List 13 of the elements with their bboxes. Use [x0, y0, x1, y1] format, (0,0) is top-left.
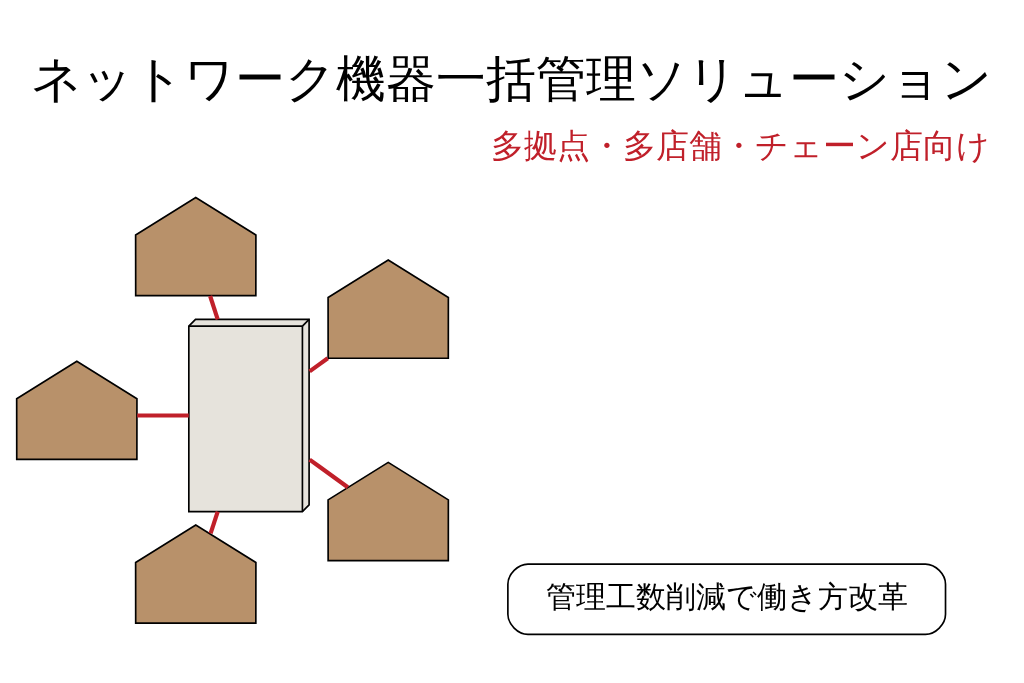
diagram-title: ネットワーク機器一括管理ソリューション [31, 48, 993, 108]
connector [308, 356, 329, 373]
node-picture [134, 523, 257, 624]
connector [137, 412, 189, 418]
connector [208, 294, 220, 320]
connector [208, 510, 220, 534]
node-picture [134, 196, 257, 297]
node-picture [327, 460, 450, 561]
node-box: 管理工数削減で働き方改革 [507, 562, 947, 635]
label: 多拠点・多店舗・チェーン店向け [490, 125, 990, 165]
connector [308, 457, 349, 489]
node-picture [15, 359, 138, 460]
node-picture [327, 258, 450, 359]
